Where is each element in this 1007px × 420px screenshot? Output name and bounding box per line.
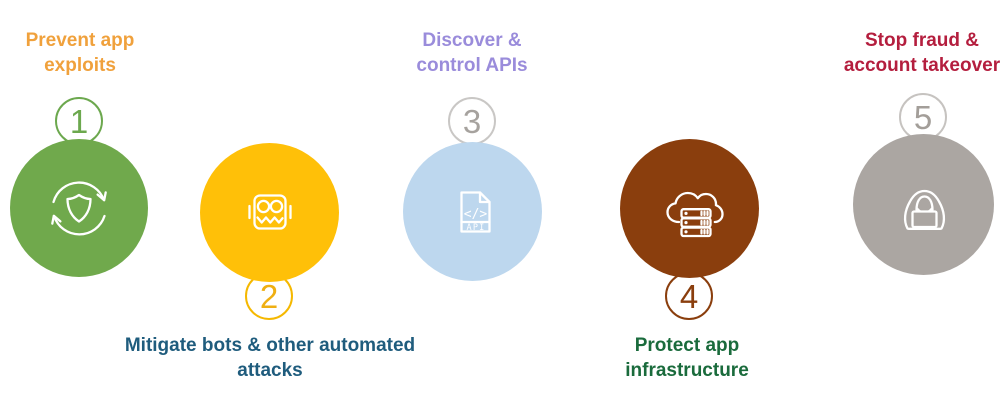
step-number: 2 — [259, 277, 279, 315]
step-number: 3 — [462, 102, 482, 140]
step-number-badge: 1 — [55, 97, 103, 145]
cloud-server-icon — [665, 191, 724, 237]
bot-icon — [247, 193, 292, 230]
step-number-badge: 4 — [665, 272, 713, 320]
step-circle — [200, 143, 339, 282]
step-number: 4 — [679, 277, 699, 315]
api-label: API — [466, 222, 485, 232]
step-label: Discover & control APIs — [416, 30, 528, 77]
step-number: 1 — [69, 102, 89, 140]
step-number-badge: 3 — [448, 97, 496, 145]
step-label: Stop fraud & account takeover — [843, 30, 1001, 77]
shield-refresh-icon — [51, 181, 107, 236]
code-glyph: </> — [463, 207, 487, 222]
step-number: 5 — [913, 98, 933, 136]
step-number-badge: 5 — [899, 93, 947, 141]
step-label: Mitigate bots & other automated attacks — [124, 335, 416, 382]
step-circle: </> API — [403, 142, 542, 281]
step-circle — [10, 139, 148, 277]
hooded-hacker-icon — [903, 189, 945, 230]
step-label: Protect app infrastructure — [625, 335, 749, 382]
step-number-badge: 2 — [245, 272, 293, 320]
api-document-icon: </> API — [459, 190, 491, 232]
step-label: Prevent app exploits — [25, 30, 135, 77]
step-circle — [853, 134, 994, 275]
step-circle — [620, 139, 759, 278]
